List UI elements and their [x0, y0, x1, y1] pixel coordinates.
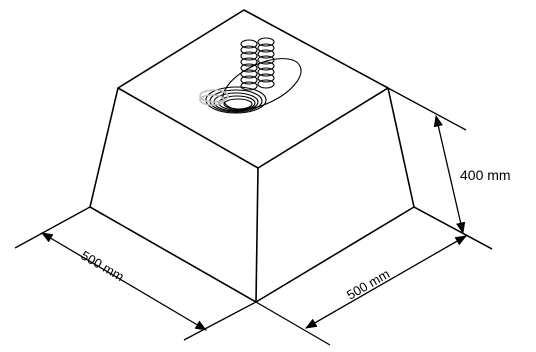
coiled-cable — [199, 37, 302, 114]
right-base-arrow — [304, 235, 468, 329]
right-extension-inner — [255, 301, 331, 346]
left-base-label: 500 mm — [79, 248, 127, 284]
right-base-edge — [255, 206, 415, 303]
left-base-edge — [89, 206, 257, 303]
height-arrow — [433, 114, 466, 235]
right-extension-outer — [413, 206, 493, 250]
left-extension-inner — [183, 301, 257, 341]
right-front-edge — [387, 87, 415, 208]
height-extension-top — [387, 87, 467, 131]
left-base-arrow — [40, 232, 208, 331]
center-front-edge — [255, 167, 259, 303]
left-extension-outer — [14, 206, 91, 249]
left-base-dimension — [14, 206, 257, 341]
right-coil-column — [257, 37, 275, 89]
left-front-edge — [89, 87, 119, 208]
right-base-label: 500 mm — [344, 266, 392, 302]
flat-coil — [205, 86, 267, 114]
right-base-dimension — [255, 206, 493, 346]
height-label: 400 mm — [460, 167, 511, 183]
coil-shadow — [199, 89, 229, 106]
left-coil-column — [240, 39, 258, 91]
